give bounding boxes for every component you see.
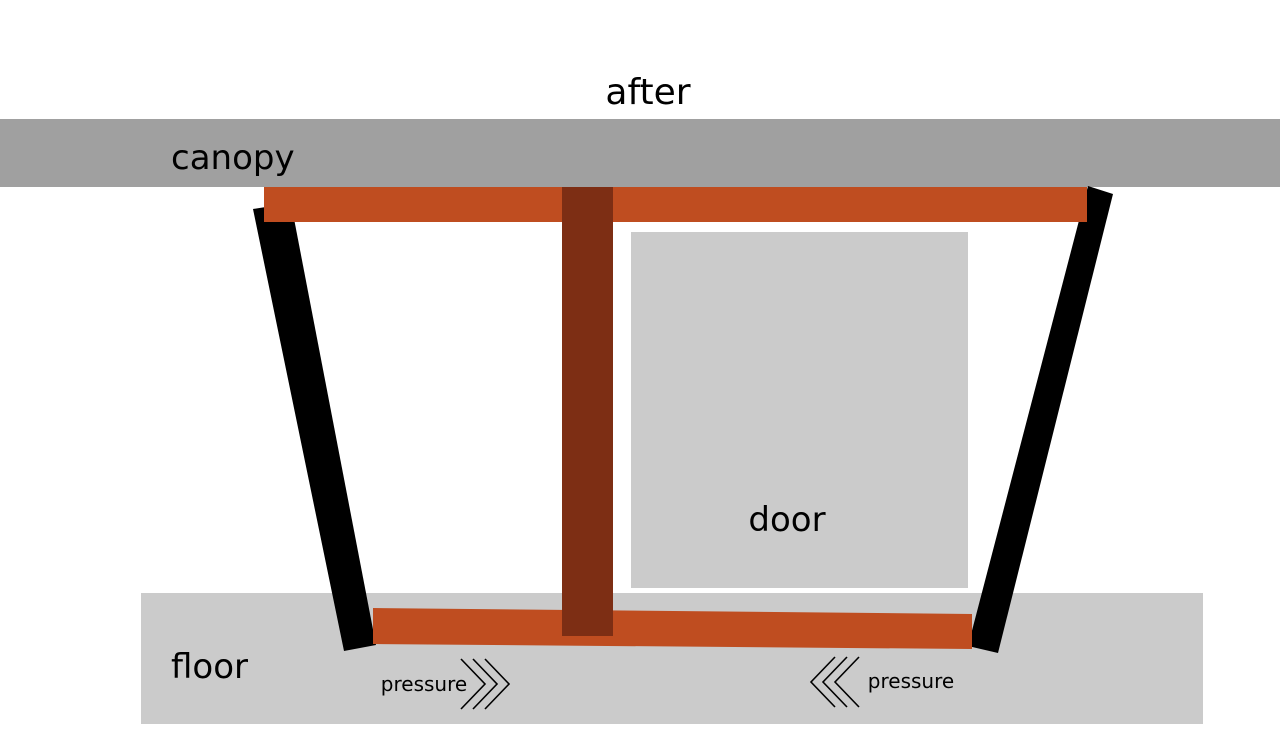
chevrons-left-icon <box>809 656 860 708</box>
right-strut <box>968 186 1113 653</box>
top-beam <box>264 187 1087 222</box>
pressure-label-left: pressure <box>381 672 467 696</box>
vertical-post <box>562 187 613 636</box>
pressure-label-right: pressure <box>868 669 954 693</box>
left-strut <box>253 203 376 651</box>
diagram-title: after <box>605 72 690 113</box>
floor-label: floor <box>171 647 248 687</box>
canopy-slab <box>0 119 1280 187</box>
canopy-label: canopy <box>171 138 295 178</box>
door-label: door <box>748 500 825 540</box>
chevrons-right-icon <box>460 658 511 710</box>
door-panel <box>631 232 968 588</box>
bottom-beam <box>373 608 972 649</box>
